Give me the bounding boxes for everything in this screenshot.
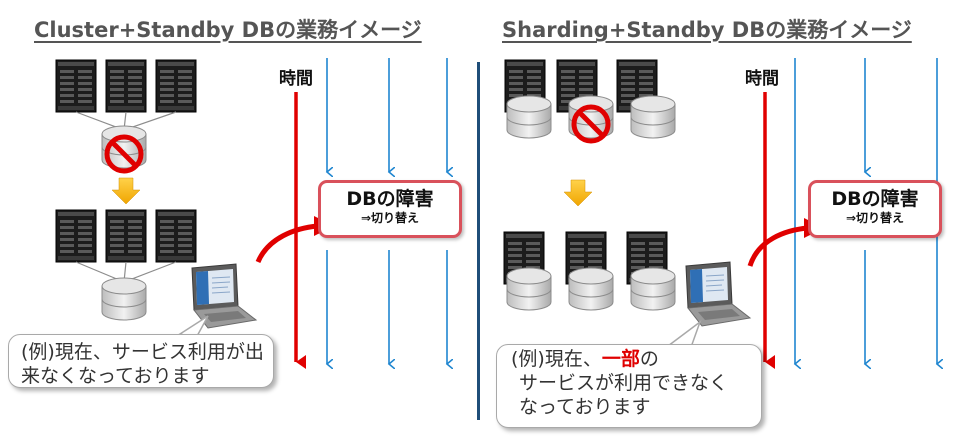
database-cylinder-icon — [630, 267, 676, 311]
server-rack-icon — [55, 209, 97, 263]
laptop-icon — [685, 261, 751, 327]
server-rack-icon — [155, 59, 197, 113]
server-rack-icon — [55, 59, 97, 113]
switchover-arrow — [747, 225, 809, 267]
left-bottom-servers — [55, 209, 197, 263]
left-title: Cluster+Standby DBの業務イメージ — [34, 18, 422, 42]
server-rack-icon — [105, 59, 147, 113]
callout-prefix: (例)現在、 — [511, 348, 602, 370]
failure-title: DBの障害 — [831, 188, 919, 210]
callout-highlight: 一部 — [601, 348, 640, 370]
callout-suffix: の — [639, 348, 659, 370]
switchover-arrow — [255, 223, 319, 264]
down-arrow-icon — [563, 179, 593, 207]
right-status-callout: (例)現在、一部の サービスが利用できなく なっております — [496, 344, 762, 428]
left-status-callout: (例)現在、サービス利用が出来なくなっております — [8, 334, 274, 388]
callout-line-1: (例)現在、一部の — [511, 347, 753, 371]
failure-subtitle: ⇒切り替え — [845, 211, 905, 225]
database-cylinder-icon — [630, 95, 676, 139]
right-failure-box: DBの障害 ⇒切り替え — [808, 180, 942, 238]
panel-divider — [477, 62, 480, 420]
failure-title: DBの障害 — [346, 188, 434, 210]
callout-line-3: なっております — [519, 396, 651, 418]
left-time-label: 時間 — [279, 69, 313, 89]
right-title: Sharding+Standby DBの業務イメージ — [502, 18, 912, 42]
callout-line-2: サービスが利用できなく — [519, 372, 729, 394]
database-cylinder-icon — [506, 95, 552, 139]
failure-subtitle: ⇒切り替え — [360, 211, 420, 225]
left-top-servers — [55, 59, 197, 113]
database-cylinder-icon — [101, 277, 147, 321]
database-cylinder-icon — [506, 267, 552, 311]
database-cylinder-icon — [568, 267, 614, 311]
down-arrow-icon — [111, 177, 141, 205]
laptop-icon — [191, 263, 257, 329]
left-failure-box: DBの障害 ⇒切り替え — [318, 180, 462, 238]
server-rack-icon — [105, 209, 147, 263]
right-time-label: 時間 — [745, 69, 779, 89]
server-rack-icon — [155, 209, 197, 263]
left-service-arrows — [327, 58, 447, 364]
